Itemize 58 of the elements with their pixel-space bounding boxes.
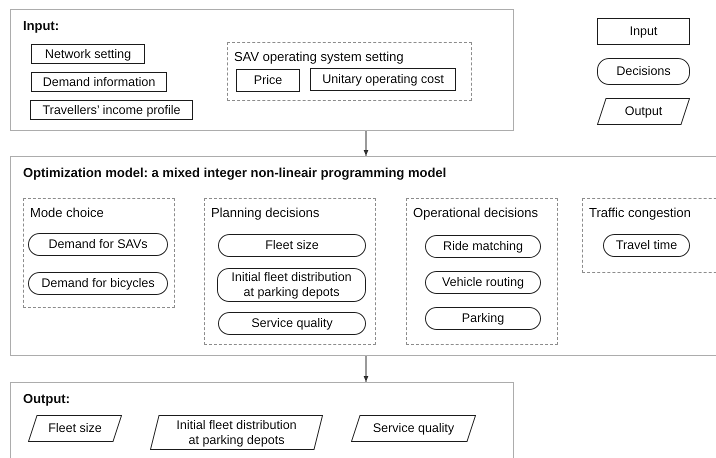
decision-box xyxy=(597,58,690,85)
node-label: Ride matching xyxy=(442,239,524,254)
group-box xyxy=(204,198,376,345)
section-panel xyxy=(10,382,514,458)
group-title: Planning decisions xyxy=(211,205,320,220)
node-label: Parking xyxy=(460,311,506,326)
decision-box xyxy=(28,272,168,295)
node-label: Travel time xyxy=(614,238,678,253)
input-box xyxy=(597,18,690,45)
node-label: Input xyxy=(628,24,658,39)
group-box xyxy=(582,198,716,273)
input-box xyxy=(236,69,300,92)
group-title: Mode choice xyxy=(30,205,104,220)
node-label: Initial fleet distribution at parking depots xyxy=(230,270,353,300)
node-label: Demand for bicycles xyxy=(40,276,156,291)
node-label: Service quality xyxy=(250,316,334,331)
node-label: Initial fleet distribution at parking depots xyxy=(175,418,298,448)
node-label: Fleet size xyxy=(47,421,103,436)
group-box xyxy=(23,198,175,308)
decision-box xyxy=(218,234,366,257)
section-title: Input: xyxy=(23,18,60,33)
decision-box xyxy=(28,233,168,256)
group-box xyxy=(406,198,558,345)
decision-box xyxy=(603,234,690,257)
group-title: Operational decisions xyxy=(413,205,538,220)
node-label: Output xyxy=(624,104,664,119)
input-box xyxy=(310,68,456,91)
section-title: Output: xyxy=(23,391,70,406)
output-parallelogram xyxy=(28,415,122,442)
section-title: Optimization model: a mixed integer non-lineair programming model xyxy=(23,165,446,180)
section-panel xyxy=(10,156,716,356)
arrow xyxy=(364,130,368,156)
section-panel xyxy=(10,9,514,131)
output-parallelogram xyxy=(150,415,323,450)
node-label: Service quality xyxy=(372,421,456,436)
input-box xyxy=(30,100,193,120)
decision-box xyxy=(425,307,541,330)
node-label: Travellers’ income profile xyxy=(41,102,182,118)
node-label: Demand information xyxy=(42,74,156,90)
group-title: Traffic congestion xyxy=(589,205,691,220)
arrow xyxy=(364,356,368,382)
node-label: Decisions xyxy=(615,64,672,79)
decision-box xyxy=(425,271,541,294)
input-box xyxy=(31,44,145,64)
decision-box xyxy=(217,268,366,302)
output-parallelogram xyxy=(351,415,476,442)
node-label: Vehicle routing xyxy=(440,275,525,290)
decision-box xyxy=(425,235,541,258)
input-box xyxy=(31,72,167,92)
node-label: Demand for SAVs xyxy=(47,237,149,252)
node-label: Price xyxy=(252,73,284,88)
output-parallelogram xyxy=(597,98,690,125)
group-title: SAV operating system setting xyxy=(234,49,404,64)
group-box xyxy=(227,42,472,101)
node-label: Unitary operating cost xyxy=(321,72,445,87)
decision-box xyxy=(218,312,366,335)
node-label: Network setting xyxy=(44,46,132,62)
node-label: Fleet size xyxy=(264,238,320,253)
